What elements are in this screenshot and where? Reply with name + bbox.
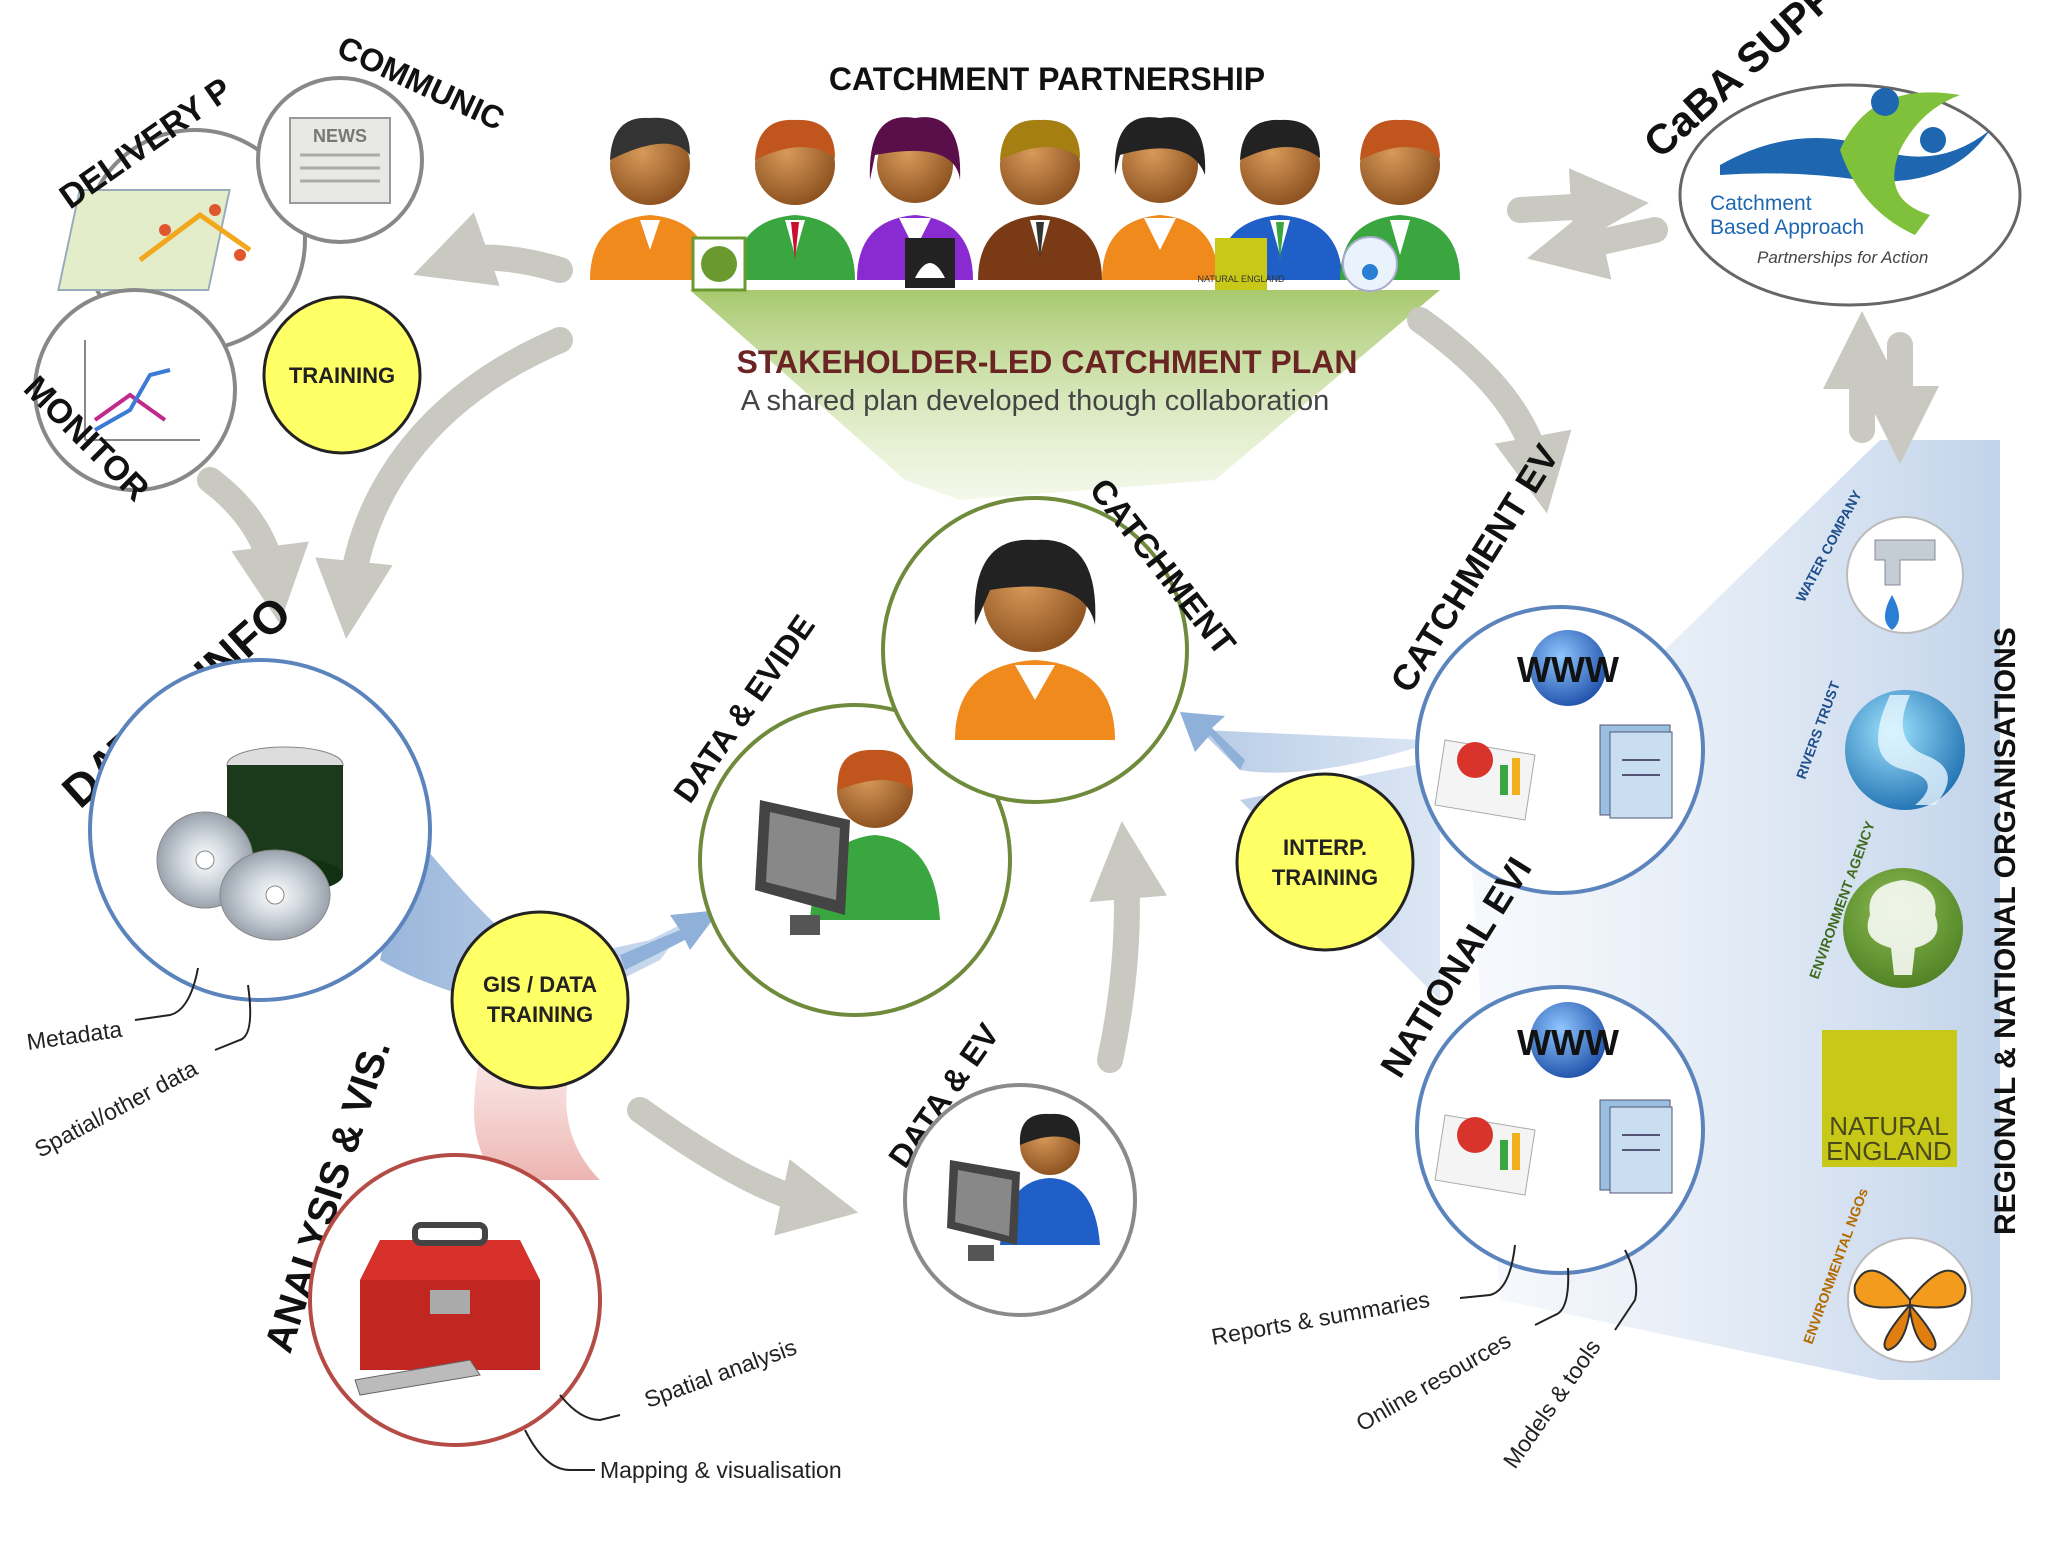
person-icon [1102,117,1218,280]
person-icon [955,539,1115,740]
person-icon [978,119,1102,280]
online-callout-line [1534,1267,1570,1326]
person-icon [735,119,855,280]
gis-training-line1: GIS / DATA [483,972,597,997]
computer-user-icon [947,1113,1100,1261]
person-icon [590,117,710,280]
river-icon [1878,695,1948,805]
arrow-interp-to-catchment [1180,712,1245,770]
arrow-caba-to-partnership [1526,203,1668,280]
computer-user-icon [755,749,940,935]
natural-england-org: NATURAL ENGLAND [1822,1030,1957,1167]
models-callout: Models & tools [1498,1334,1606,1472]
spatial-other-callout: Spatial/other data [30,1055,202,1163]
natural-england-badge [1215,238,1267,290]
binder-icon [1599,724,1673,819]
caba-logo-tagline: Partnerships for Action [1757,248,1928,267]
interp-training-line2: TRAINING [1272,865,1378,890]
partnership-people [590,117,1460,280]
newspaper-icon [289,117,391,204]
models-callout-line [1614,1249,1638,1331]
analysis-circle [308,1153,602,1447]
www-label: WWW [1517,649,1619,690]
metadata-callout-line [134,967,199,1021]
communication-circle: NEWS [256,76,424,244]
spatial-analysis-callout-line [559,1394,621,1422]
news-label: NEWS [313,126,367,146]
grey-arrows [197,168,1939,1236]
spatial-callout-line [214,984,252,1051]
metadata-callout: Metadata [25,1016,124,1055]
mapping-callout: Mapping & visualisation [600,1457,842,1483]
gis-training-line2: TRAINING [487,1002,593,1027]
plan-title: STAKEHOLDER-LED CATCHMENT PLAN [737,344,1358,380]
arrow-partnership-to-catchment-ev [1407,307,1572,514]
interp-training-line1: INTERP. [1283,835,1367,860]
natural-england-line2: ENGLAND [1826,1136,1952,1166]
partner-badges: NATURAL ENGLAND [691,236,1398,292]
globe-icon [1530,630,1606,706]
arrow-gis-to-data-evide [620,910,720,970]
national-evi-circle: WWW [1415,985,1705,1275]
organisations-side-title: REGIONAL & NATIONAL ORGANISATIONS [1989,627,2022,1235]
partnership-title: CATCHMENT PARTNERSHIP [829,61,1265,97]
interp-training-bubble: INTERP. TRAINING [1235,772,1415,952]
toolbox-icon [354,1222,540,1396]
arrow-data-ev-to-catchment [1089,821,1168,1073]
report-icon [1434,1114,1536,1196]
butterfly-icon [1853,1269,1967,1352]
caba-logo: Catchment Based Approach Partnerships fo… [1678,83,2022,307]
water-tap-icon [1874,539,1936,586]
online-callout: Online resources [1352,1327,1516,1436]
monitor-circle [33,288,237,492]
mapping-callout-line [524,1429,595,1471]
data-ev-circle [903,1083,1137,1317]
analysis-flow-band [474,1055,600,1180]
ea-tree-icon [1867,880,1938,975]
arrow-partnership-to-data-info [315,327,573,639]
gis-training-bubble: GIS / DATA TRAINING [450,910,630,1090]
arrow-monitor-to-data-info [197,467,309,624]
line-chart-icon [84,340,200,441]
arrow-partnership-to-caba [1507,168,1649,247]
plan-subtitle: A shared plan developed though collabora… [741,385,1330,417]
reports-callout-line [1459,1244,1516,1299]
arrow-analysis-to-data-ev [627,1097,859,1236]
binder-icon [1599,1099,1673,1194]
arrow-partnership-to-delivery [413,212,573,286]
www-label: WWW [1517,1022,1619,1063]
training-bubble: TRAINING [262,295,422,455]
caba-logo-line1: Catchment [1710,192,1812,215]
partnership-funnel [690,290,1440,500]
data-evide-circle [698,703,1012,1017]
caba-logo-line2: Based Approach [1710,216,1864,239]
training-label: TRAINING [289,363,395,388]
disc-stack-icon [156,746,344,941]
report-icon [1434,739,1536,821]
spatial-analysis-callout: Spatial analysis [641,1334,800,1413]
catchment-ev-circle: WWW [1415,605,1705,895]
catchment-circle [881,496,1189,804]
globe-icon [1530,1002,1606,1078]
natural-england-badge-label: NATURAL ENGLAND [1197,274,1285,284]
data-info-circle [88,658,432,1002]
reports-callout: Reports & summaries [1209,1286,1431,1350]
natural-england-line1: NATURAL [1829,1111,1948,1141]
